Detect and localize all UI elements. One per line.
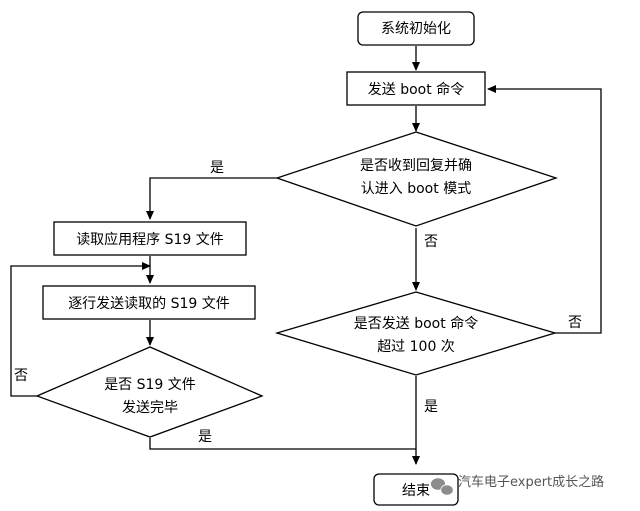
read-s19-box: [53, 221, 247, 256]
edge-check-boot-yes: [146, 177, 277, 220]
edge-label-yes-count: 是: [424, 399, 438, 415]
node-send-s19: 逐行发送读取的 S19 文件: [42, 285, 256, 320]
edge-label-yes-boot: 是: [210, 160, 224, 176]
edge-label-no-count: 否: [568, 315, 582, 331]
node-check-count: 是否发送 boot 命令 超过 100 次: [274, 291, 558, 376]
connectors: [10, 46, 602, 465]
watermark: 汽车电子expert成长之路: [430, 474, 604, 496]
check-count-diamond: [274, 291, 558, 376]
check-boot-label-2: 认进入 boot 模式: [361, 181, 471, 197]
send-boot-label: 发送 boot 命令: [368, 81, 464, 98]
node-read-s19: 读取应用程序 S19 文件: [53, 221, 247, 256]
node-send-boot: 发送 boot 命令: [346, 71, 486, 106]
node-check-s19: 是否 S19 文件 发送完毕: [35, 346, 264, 438]
check-s19-diamond: [35, 346, 264, 438]
check-s19-label-2: 发送完毕: [122, 400, 178, 416]
start-label: 系统初始化: [381, 20, 451, 37]
edge-check-s19-no: [10, 262, 151, 397]
check-boot-label-1: 是否收到回复并确: [360, 157, 472, 174]
wechat-icon: [430, 477, 454, 496]
check-boot-diamond: [274, 131, 559, 227]
start-box: [357, 11, 475, 46]
check-count-label-1: 是否发送 boot 命令: [354, 315, 478, 332]
edge-label-no-s19: 否: [14, 368, 28, 384]
node-start: 系统初始化: [357, 11, 475, 46]
read-s19-label: 读取应用程序 S19 文件: [76, 231, 224, 248]
send-boot-box: [346, 71, 486, 106]
check-count-label-2: 超过 100 次: [377, 339, 455, 355]
end-label: 结束: [402, 483, 430, 499]
send-s19-label: 逐行发送读取的 S19 文件: [68, 295, 230, 312]
check-s19-label-1: 是否 S19 文件: [104, 377, 196, 393]
watermark-text: 汽车电子expert成长之路: [458, 474, 604, 490]
send-s19-box: [42, 285, 256, 320]
edge-check-count-no: [487, 85, 602, 334]
edge-check-s19-yes: [149, 438, 416, 450]
node-check-boot: 是否收到回复并确 认进入 boot 模式: [274, 131, 559, 227]
edge-label-no-boot: 否: [424, 234, 438, 250]
edge-label-yes-s19: 是: [198, 429, 212, 445]
